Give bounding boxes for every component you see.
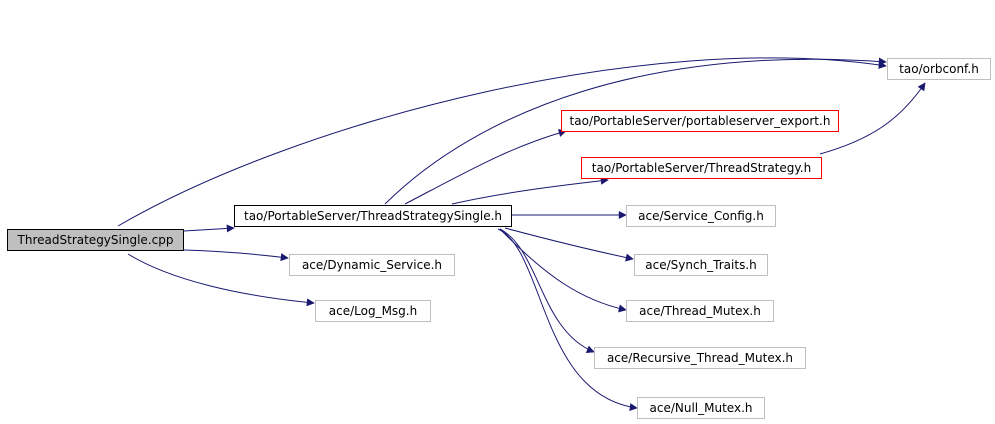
edge-header-orbconf [384,57,887,205]
node-thread-mutex[interactable]: ace/Thread_Mutex.h [626,300,774,322]
edge-header-thread-mutex [499,228,627,313]
node-root[interactable]: ThreadStrategySingle.cpp [7,229,184,251]
node-null-mutex[interactable]: ace/Null_Mutex.h [637,397,765,419]
node-header[interactable]: tao/PortableServer/ThreadStrategySingle.… [234,205,512,227]
node-synch-traits[interactable]: ace/Synch_Traits.h [634,254,768,276]
edge-threadstrategy-orbconf [819,82,926,155]
edge-header-recursive-mutex [499,228,595,353]
node-threadstrategy[interactable]: tao/PortableServer/ThreadStrategy.h [581,157,822,179]
node-log-msg[interactable]: ace/Log_Msg.h [315,300,431,322]
node-portableserver-export[interactable]: tao/PortableServer/portableserver_export… [561,110,839,132]
edge-root-header [183,224,235,233]
node-orbconf[interactable]: tao/orbconf.h [887,58,991,80]
edge-header-synch-traits [504,227,634,262]
edge-root-orbconf [117,57,887,227]
edge-header-export [404,129,567,205]
edge-header-null-mutex [497,228,638,411]
node-service-config[interactable]: ace/Service_Config.h [626,205,776,227]
edge-root-dynamic-service [183,249,289,262]
edge-root-log-msg [127,253,315,307]
node-recursive-thread-mutex[interactable]: ace/Recursive_Thread_Mutex.h [594,347,806,369]
edge-header-threadstrategy [451,176,609,205]
node-dynamic-service[interactable]: ace/Dynamic_Service.h [289,254,455,276]
